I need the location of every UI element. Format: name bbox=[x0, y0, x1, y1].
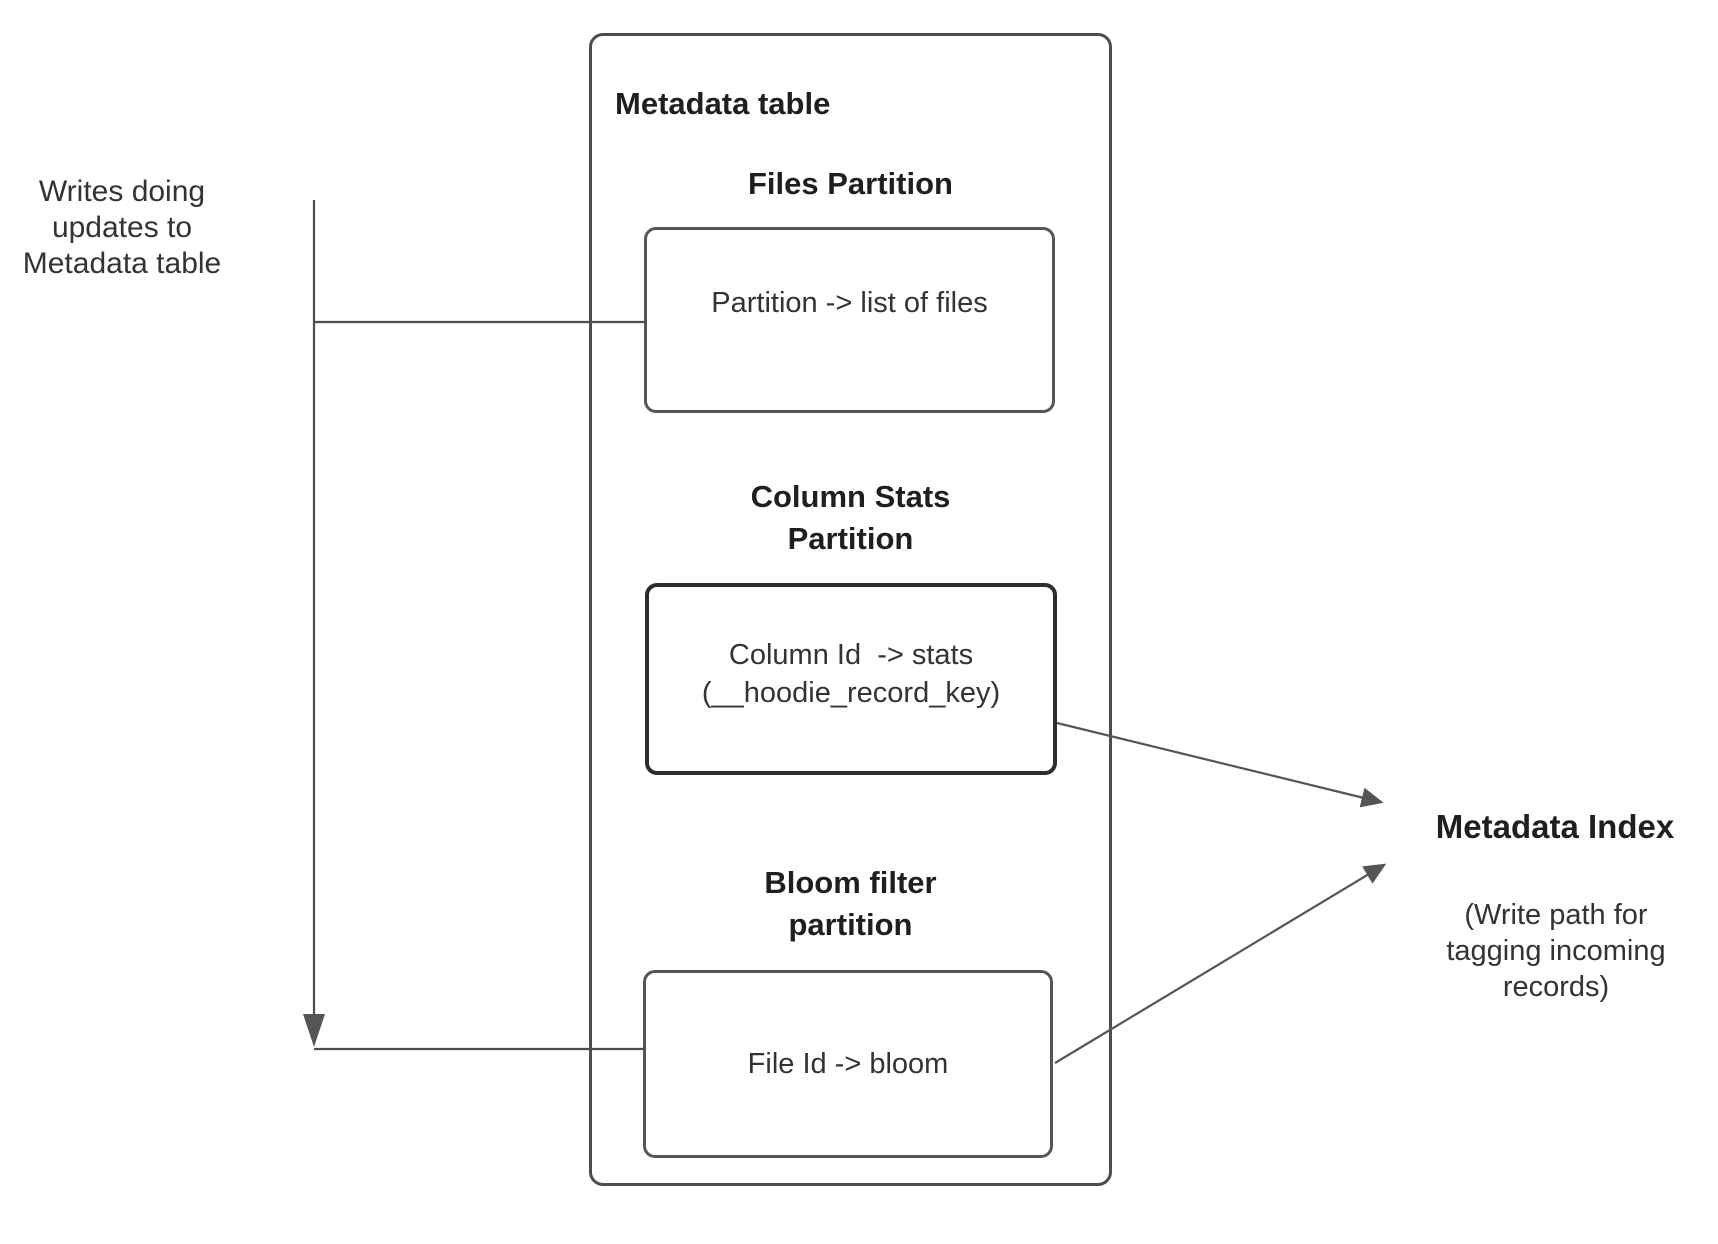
column-stats-heading: Column Stats Partition bbox=[750, 479, 951, 556]
down-arrowhead-icon bbox=[303, 1014, 325, 1047]
bloom-filter-box: File Id -> bloom bbox=[643, 970, 1053, 1158]
metadata-table-container bbox=[589, 33, 1112, 1186]
metadata-index-title: Metadata Index bbox=[1435, 808, 1675, 845]
column-stats-box: Column Id -> stats (__hoodie_record_key) bbox=[645, 583, 1057, 775]
files-partition-mapping: Partition -> list of files bbox=[711, 287, 988, 319]
metadata-index-caption: (Write path for tagging incoming records… bbox=[1446, 899, 1666, 1003]
files-partition-heading: Files Partition bbox=[748, 166, 953, 201]
metadata-table-title: Metadata table bbox=[615, 86, 831, 121]
bloom-filter-heading: Bloom filter partition bbox=[764, 865, 937, 942]
writes-updates-label: Writes doing updates to Metadata table bbox=[22, 175, 222, 280]
column-stats-mapping: Column Id -> stats (__hoodie_record_key) bbox=[701, 639, 1001, 709]
bloom-filter-mapping: File Id -> bloom bbox=[747, 1048, 949, 1080]
files-partition-box: Partition -> list of files bbox=[644, 227, 1055, 413]
